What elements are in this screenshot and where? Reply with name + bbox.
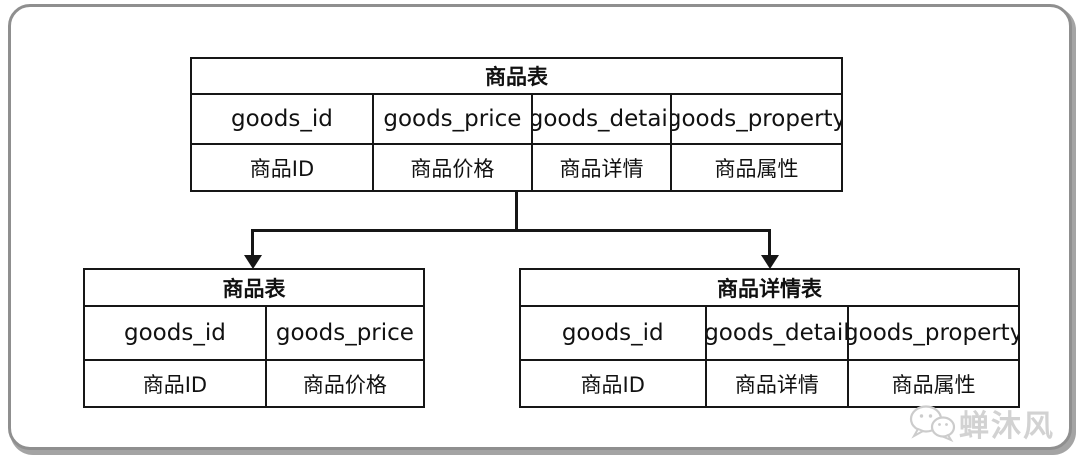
wechat-icon [908,403,956,443]
arrowhead-right-icon [761,255,779,269]
table-row: 商品ID 商品价格 商品详情 商品属性 [192,145,841,190]
table-row: goods_id goods_detail goods_property [521,307,1018,361]
watermark-text: 蝉沐风 [959,409,1055,444]
label-cell: 商品价格 [374,145,533,190]
label-cell: 商品ID [85,361,267,406]
table-title: 商品表 [85,270,423,307]
label-cell: 商品ID [521,361,707,406]
connector-branch [251,229,771,232]
label-cell: 商品价格 [302,372,387,397]
table-title: 商品详情表 [521,270,1018,307]
field-cell: goods_id [85,307,267,359]
field-cell: goods_property [849,320,1018,346]
label-cell: 商品详情 [533,145,673,190]
label-cell: 商品ID [192,145,374,190]
arrowhead-left-icon [244,255,262,269]
connector-stem-right [768,229,771,257]
table-goods-price: 商品表 goods_id goods_price 商品ID 商品价格 [83,268,425,408]
label-cell: 商品属性 [714,156,799,181]
field-cell: goods_price [275,320,414,346]
table-goods-full: 商品表 goods_id goods_price goods_detail go… [190,57,843,192]
field-cell: goods_price [374,95,533,143]
table-row: 商品ID 商品价格 [85,361,423,406]
field-cell: goods_property [672,106,841,132]
watermark: 蝉沐风 [908,401,1055,445]
field-cell: goods_detail [707,307,850,359]
table-row: goods_id goods_price goods_detail goods_… [192,95,841,145]
table-row: goods_id goods_price [85,307,423,361]
label-cell: 商品属性 [891,372,976,397]
connector-stem-top [515,192,518,231]
table-title: 商品表 [192,59,841,95]
field-cell: goods_id [192,95,374,143]
connector-stem-left [251,229,254,257]
field-cell: goods_detail [533,95,673,143]
table-goods-detail: 商品详情表 goods_id goods_detail goods_proper… [519,268,1020,408]
label-cell: 商品详情 [707,361,850,406]
table-row: 商品ID 商品详情 商品属性 [521,361,1018,406]
field-cell: goods_id [521,307,707,359]
